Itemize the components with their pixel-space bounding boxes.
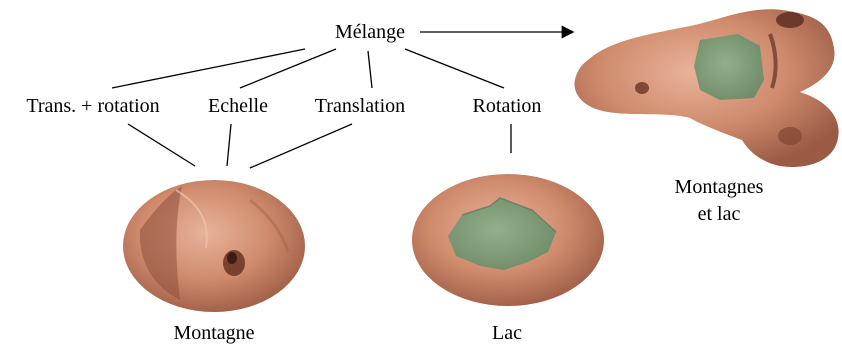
edge-root-rotation: [405, 49, 504, 88]
edge-root-translation: [368, 51, 372, 88]
edge-translation-montagne: [250, 124, 352, 168]
montagne-terrain-image: [123, 180, 305, 312]
result-terrain-image: [574, 9, 838, 167]
lac-terrain-image: [412, 174, 604, 306]
op-echelle-label: Echelle: [208, 95, 268, 117]
montagne-label: Montagne: [173, 322, 254, 344]
root-label: Mélange: [335, 21, 405, 43]
edge-echelle-montagne: [227, 124, 231, 166]
op-trans-rotation-label: Trans. + rotation: [26, 95, 159, 117]
op-rotation-label: Rotation: [473, 95, 542, 117]
edge-root-echelle: [240, 49, 336, 88]
result-label-line2: et lac: [698, 203, 741, 225]
lac-label: Lac: [492, 322, 522, 344]
edge-trans-rotation-montagne: [128, 124, 195, 166]
edge-root-trans-rotation: [112, 49, 305, 88]
result-label-line1: Montagnes: [675, 176, 764, 198]
op-translation-label: Translation: [315, 95, 405, 117]
